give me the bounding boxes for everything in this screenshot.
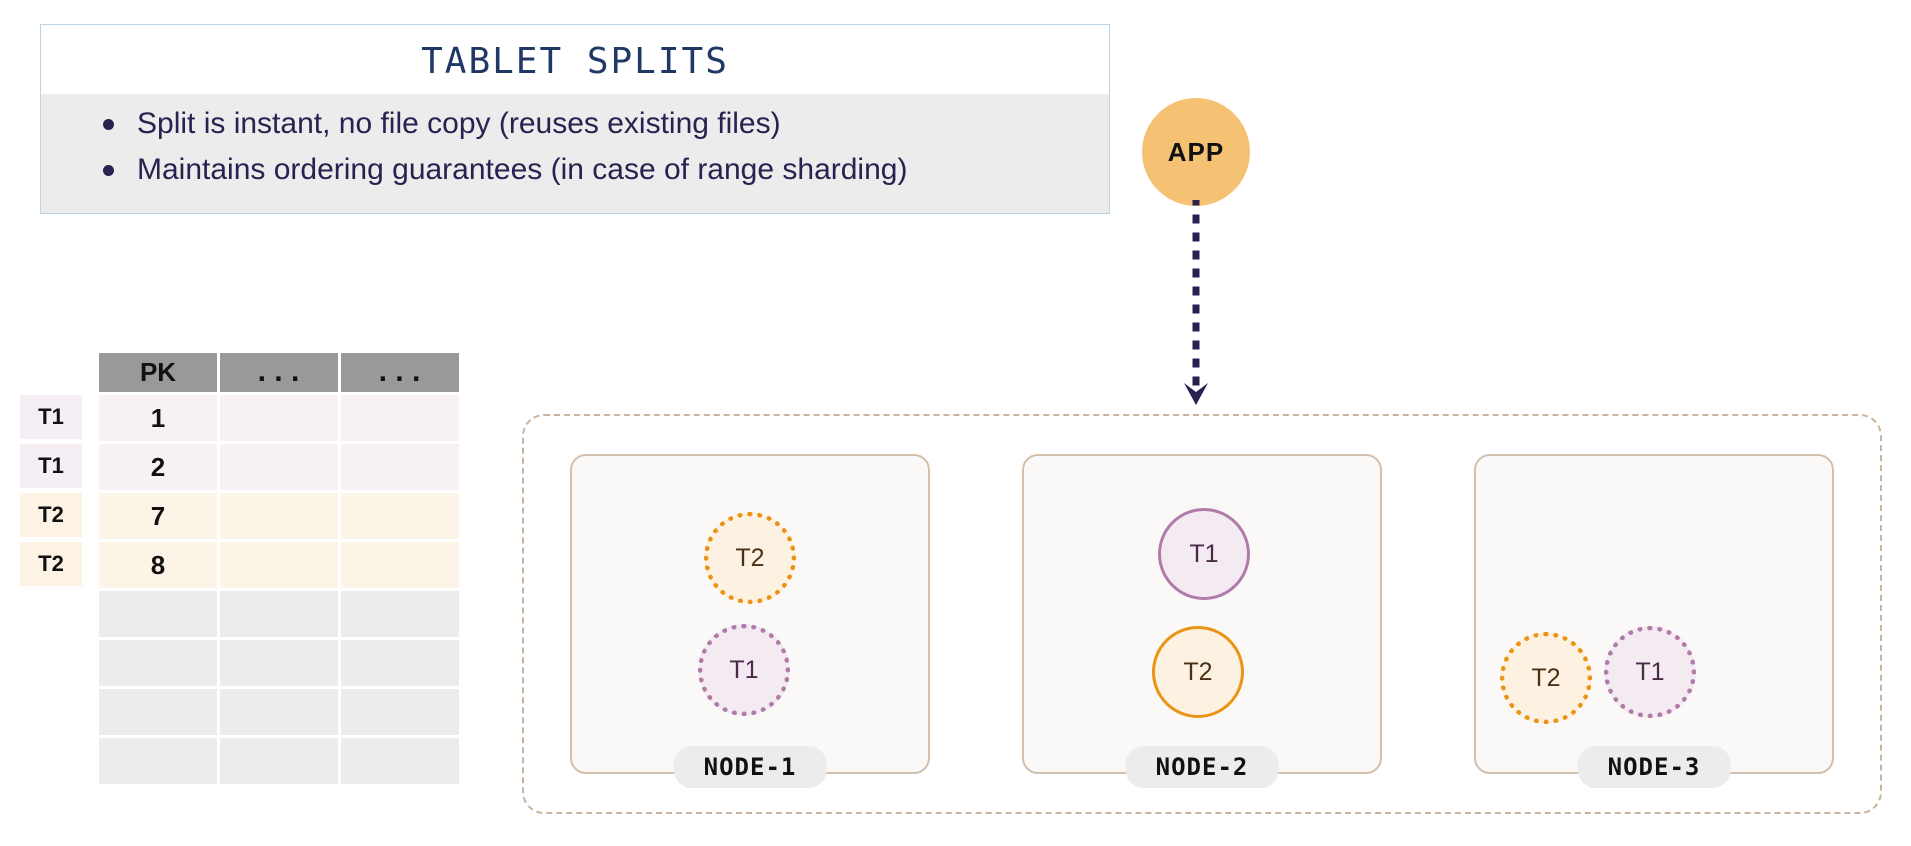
- cell-empty: [99, 591, 217, 637]
- cell-empty: [220, 689, 338, 735]
- pk-table: PK ... ... 1 2 7 8: [96, 350, 462, 787]
- table-row: 7: [99, 493, 459, 539]
- node-1-label: NODE-1: [673, 746, 827, 788]
- tablet-label: T1: [729, 655, 759, 684]
- bullet-text: Maintains ordering guarantees (in case o…: [137, 153, 908, 187]
- column-header-ellipsis-1: ...: [220, 353, 338, 392]
- row-label: T1: [20, 395, 82, 439]
- tablet-label: T1: [1189, 539, 1219, 568]
- table-row: 2: [99, 444, 459, 490]
- cell-blank: [341, 493, 459, 539]
- column-header-ellipsis-2: ...: [341, 353, 459, 392]
- table-row: 1: [99, 395, 459, 441]
- column-header-pk: PK: [99, 353, 217, 392]
- table-row: 8: [99, 542, 459, 588]
- app-node: APP: [1142, 98, 1250, 206]
- table-row-empty: [99, 591, 459, 637]
- cell-blank: [341, 542, 459, 588]
- bullet-dot-icon: [103, 165, 114, 177]
- table-row-empty: [99, 738, 459, 784]
- node-3-body: T2 T1: [1476, 456, 1832, 772]
- cell-empty: [341, 640, 459, 686]
- tablet-t1-node2[interactable]: T1: [1158, 508, 1250, 600]
- tablet-t2-node1[interactable]: T2: [704, 512, 796, 604]
- app-to-cluster-arrow-icon: [1184, 200, 1208, 405]
- node-1[interactable]: T2 T1 NODE-1: [570, 454, 930, 788]
- cell-empty: [341, 689, 459, 735]
- page-title: TABLET SPLITS: [41, 25, 1109, 94]
- cell-empty: [99, 689, 217, 735]
- cell-pk: 1: [99, 395, 217, 441]
- cell-blank: [220, 395, 338, 441]
- node-2[interactable]: T1 T2 NODE-2: [1022, 454, 1382, 788]
- row-label: T1: [20, 444, 82, 488]
- row-label: T2: [20, 493, 82, 537]
- cell-blank: [220, 542, 338, 588]
- cell-empty: [341, 738, 459, 784]
- tablet-t2-node2[interactable]: T2: [1152, 626, 1244, 718]
- cell-blank: [220, 493, 338, 539]
- tablet-label: T2: [735, 543, 765, 572]
- cell-empty: [220, 640, 338, 686]
- cell-pk: 7: [99, 493, 217, 539]
- tablet-t1-node1[interactable]: T1: [698, 624, 790, 716]
- cell-empty: [99, 738, 217, 784]
- row-label: T2: [20, 542, 82, 586]
- list-item: Split is instant, no file copy (reuses e…: [85, 102, 1079, 146]
- callout-body: Split is instant, no file copy (reuses e…: [41, 94, 1109, 213]
- cell-blank: [220, 444, 338, 490]
- tablet-label: T1: [1635, 657, 1665, 686]
- callout-bullet-list: Split is instant, no file copy (reuses e…: [41, 102, 1109, 193]
- cluster-container: T2 T1 NODE-1 T1 T2 NODE-2: [522, 414, 1882, 814]
- node-list: T2 T1 NODE-1 T1 T2 NODE-2: [524, 416, 1880, 812]
- tablet-label: T2: [1183, 657, 1213, 686]
- pk-table-region: T1 T1 T2 T2 PK ... ... 1 2 7: [20, 350, 462, 787]
- table-row-empty: [99, 640, 459, 686]
- cell-empty: [99, 640, 217, 686]
- bullet-dot-icon: [103, 119, 114, 130]
- tablet-label: T2: [1531, 663, 1561, 692]
- node-1-body: T2 T1: [572, 456, 928, 772]
- bullet-text: Split is instant, no file copy (reuses e…: [137, 107, 781, 140]
- tablet-t2-node3[interactable]: T2: [1500, 632, 1592, 724]
- node-2-body: T1 T2: [1024, 456, 1380, 772]
- table-header-row: PK ... ...: [99, 353, 459, 392]
- cell-blank: [341, 395, 459, 441]
- table-row-empty: [99, 689, 459, 735]
- node-3[interactable]: T2 T1 NODE-3: [1474, 454, 1834, 788]
- tablet-splits-callout: TABLET SPLITS Split is instant, no file …: [40, 24, 1110, 214]
- cell-empty: [341, 591, 459, 637]
- cell-empty: [220, 591, 338, 637]
- list-item: Maintains ordering guarantees (in case o…: [85, 148, 1079, 192]
- cell-pk: 2: [99, 444, 217, 490]
- tablet-t1-node3[interactable]: T1: [1604, 626, 1696, 718]
- node-3-label: NODE-3: [1577, 746, 1731, 788]
- cell-empty: [220, 738, 338, 784]
- row-tablet-labels: T1 T1 T2 T2: [20, 350, 82, 591]
- app-label: APP: [1167, 136, 1225, 167]
- cell-pk: 8: [99, 542, 217, 588]
- node-2-label: NODE-2: [1125, 746, 1279, 788]
- cell-blank: [341, 444, 459, 490]
